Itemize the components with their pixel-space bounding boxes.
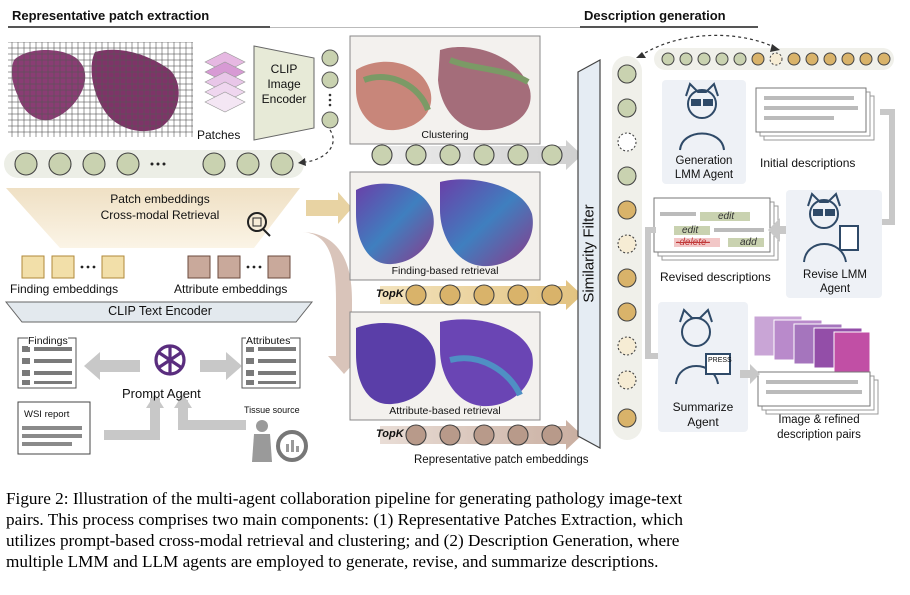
tissue-source-icon bbox=[252, 420, 308, 462]
topk-label-finding: TopK bbox=[376, 288, 404, 300]
patch-embeddings-label: Patch embeddings bbox=[110, 192, 210, 206]
rep-patch-embeddings-label: Representative patch embeddings bbox=[414, 454, 589, 466]
right-title-rule bbox=[580, 26, 758, 28]
image-pairs-label-2: description pairs bbox=[777, 429, 861, 441]
patch-stack-icon bbox=[204, 51, 246, 113]
similarity-filter-shape bbox=[577, 58, 601, 450]
clip-image-encoder-shape bbox=[253, 45, 315, 141]
generation-agent-label: Generation LMM Agent bbox=[674, 155, 734, 181]
image-pairs-label-1: Image & refined bbox=[778, 414, 860, 426]
attribute-embeddings-label: Attribute embeddings bbox=[174, 282, 288, 296]
summarize-agent-icon bbox=[675, 308, 731, 385]
rep-patch-nodes bbox=[617, 64, 637, 428]
top-divider bbox=[270, 27, 580, 28]
findings-label: Findings bbox=[28, 335, 68, 347]
brown-arrow-to-attribute bbox=[300, 232, 360, 374]
pathology-image-stack bbox=[753, 315, 871, 373]
left-title-rule bbox=[8, 26, 270, 28]
encoder-output-nodes bbox=[321, 49, 339, 129]
figure-caption: Figure 2: Illustration of the multi-agen… bbox=[6, 488, 906, 572]
revised-descriptions-label: Revised descriptions bbox=[660, 270, 771, 284]
cross-modal-retrieval-label: Cross-modal Retrieval bbox=[100, 208, 220, 222]
press-label: PRESS bbox=[708, 357, 732, 364]
finding-topk-nodes bbox=[405, 284, 563, 306]
edit-tag-2: edit bbox=[682, 225, 699, 236]
caption-line-2: pairs. This process comprises two main c… bbox=[6, 510, 683, 529]
attribute-retrieval-label: Attribute-based retrieval bbox=[389, 405, 501, 417]
clustering-panel bbox=[349, 35, 541, 145]
retrieval-fan bbox=[6, 188, 300, 248]
attribute-retrieval-panel bbox=[349, 311, 541, 421]
topk-label-attribute: TopK bbox=[376, 428, 404, 440]
finding-retrieval-panel bbox=[349, 171, 541, 281]
magnifier-icon bbox=[247, 212, 271, 237]
openai-logo-icon bbox=[154, 344, 186, 376]
right-section-title: Description generation bbox=[584, 8, 726, 23]
revised-descriptions-docs bbox=[653, 197, 779, 261]
caption-line-1: Figure 2: Illustration of the multi-agen… bbox=[6, 489, 683, 508]
tan-arrow-to-finding bbox=[306, 192, 352, 224]
clustering-rail-nodes bbox=[371, 144, 563, 166]
generation-agent-box bbox=[662, 80, 746, 184]
caption-line-3: utilizes prompt-based cross-modal retrie… bbox=[6, 531, 680, 550]
patches-label: Patches bbox=[197, 128, 241, 142]
patch-embedding-rail bbox=[4, 150, 304, 178]
initial-descriptions-label: Initial descriptions bbox=[760, 156, 856, 170]
clip-image-encoder-label: CLIP Image Encoder bbox=[261, 62, 307, 106]
patch-embedding-nodes bbox=[14, 152, 294, 176]
attribute-embedding-squares bbox=[187, 255, 291, 279]
generation-agent-icon bbox=[679, 82, 725, 151]
clip-text-encoder-shape bbox=[4, 301, 314, 323]
attribute-topk-nodes bbox=[405, 424, 563, 446]
finding-retrieval-label: Finding-based retrieval bbox=[391, 265, 499, 277]
tissue-source-label: Tissue source bbox=[244, 405, 300, 415]
prompt-agent-arrows bbox=[84, 352, 246, 440]
wsi-grid-image bbox=[8, 42, 193, 137]
finding-embedding-squares bbox=[21, 255, 125, 279]
summarize-agent-label: Summarize Agent bbox=[672, 400, 734, 429]
diagram-canvas bbox=[4, 34, 895, 462]
revise-agent-label: Revise LMM Agent bbox=[803, 269, 867, 295]
clip-text-encoder-label: CLIP Text Encoder bbox=[108, 304, 212, 318]
attributes-label: Attributes bbox=[246, 335, 291, 347]
clustering-label: Clustering bbox=[421, 129, 469, 141]
wsi-report-icon bbox=[17, 401, 91, 455]
refined-descriptions-docs bbox=[757, 371, 879, 415]
wsi-report-label: WSI report bbox=[24, 409, 70, 420]
revise-agent-icon bbox=[803, 192, 859, 263]
initial-descriptions-docs bbox=[755, 87, 875, 141]
right-top-nodes bbox=[661, 52, 891, 66]
finding-embeddings-label: Finding embeddings bbox=[10, 282, 119, 296]
add-tag: add bbox=[740, 237, 757, 248]
caption-line-4: multiple LMM and LLM agents are employed… bbox=[6, 552, 659, 571]
edit-tag-1: edit bbox=[718, 211, 735, 222]
delete-tag: -delete- bbox=[676, 237, 710, 248]
left-section-title: Representative patch extraction bbox=[12, 8, 210, 23]
prompt-agent-label: Prompt Agent bbox=[122, 386, 201, 401]
